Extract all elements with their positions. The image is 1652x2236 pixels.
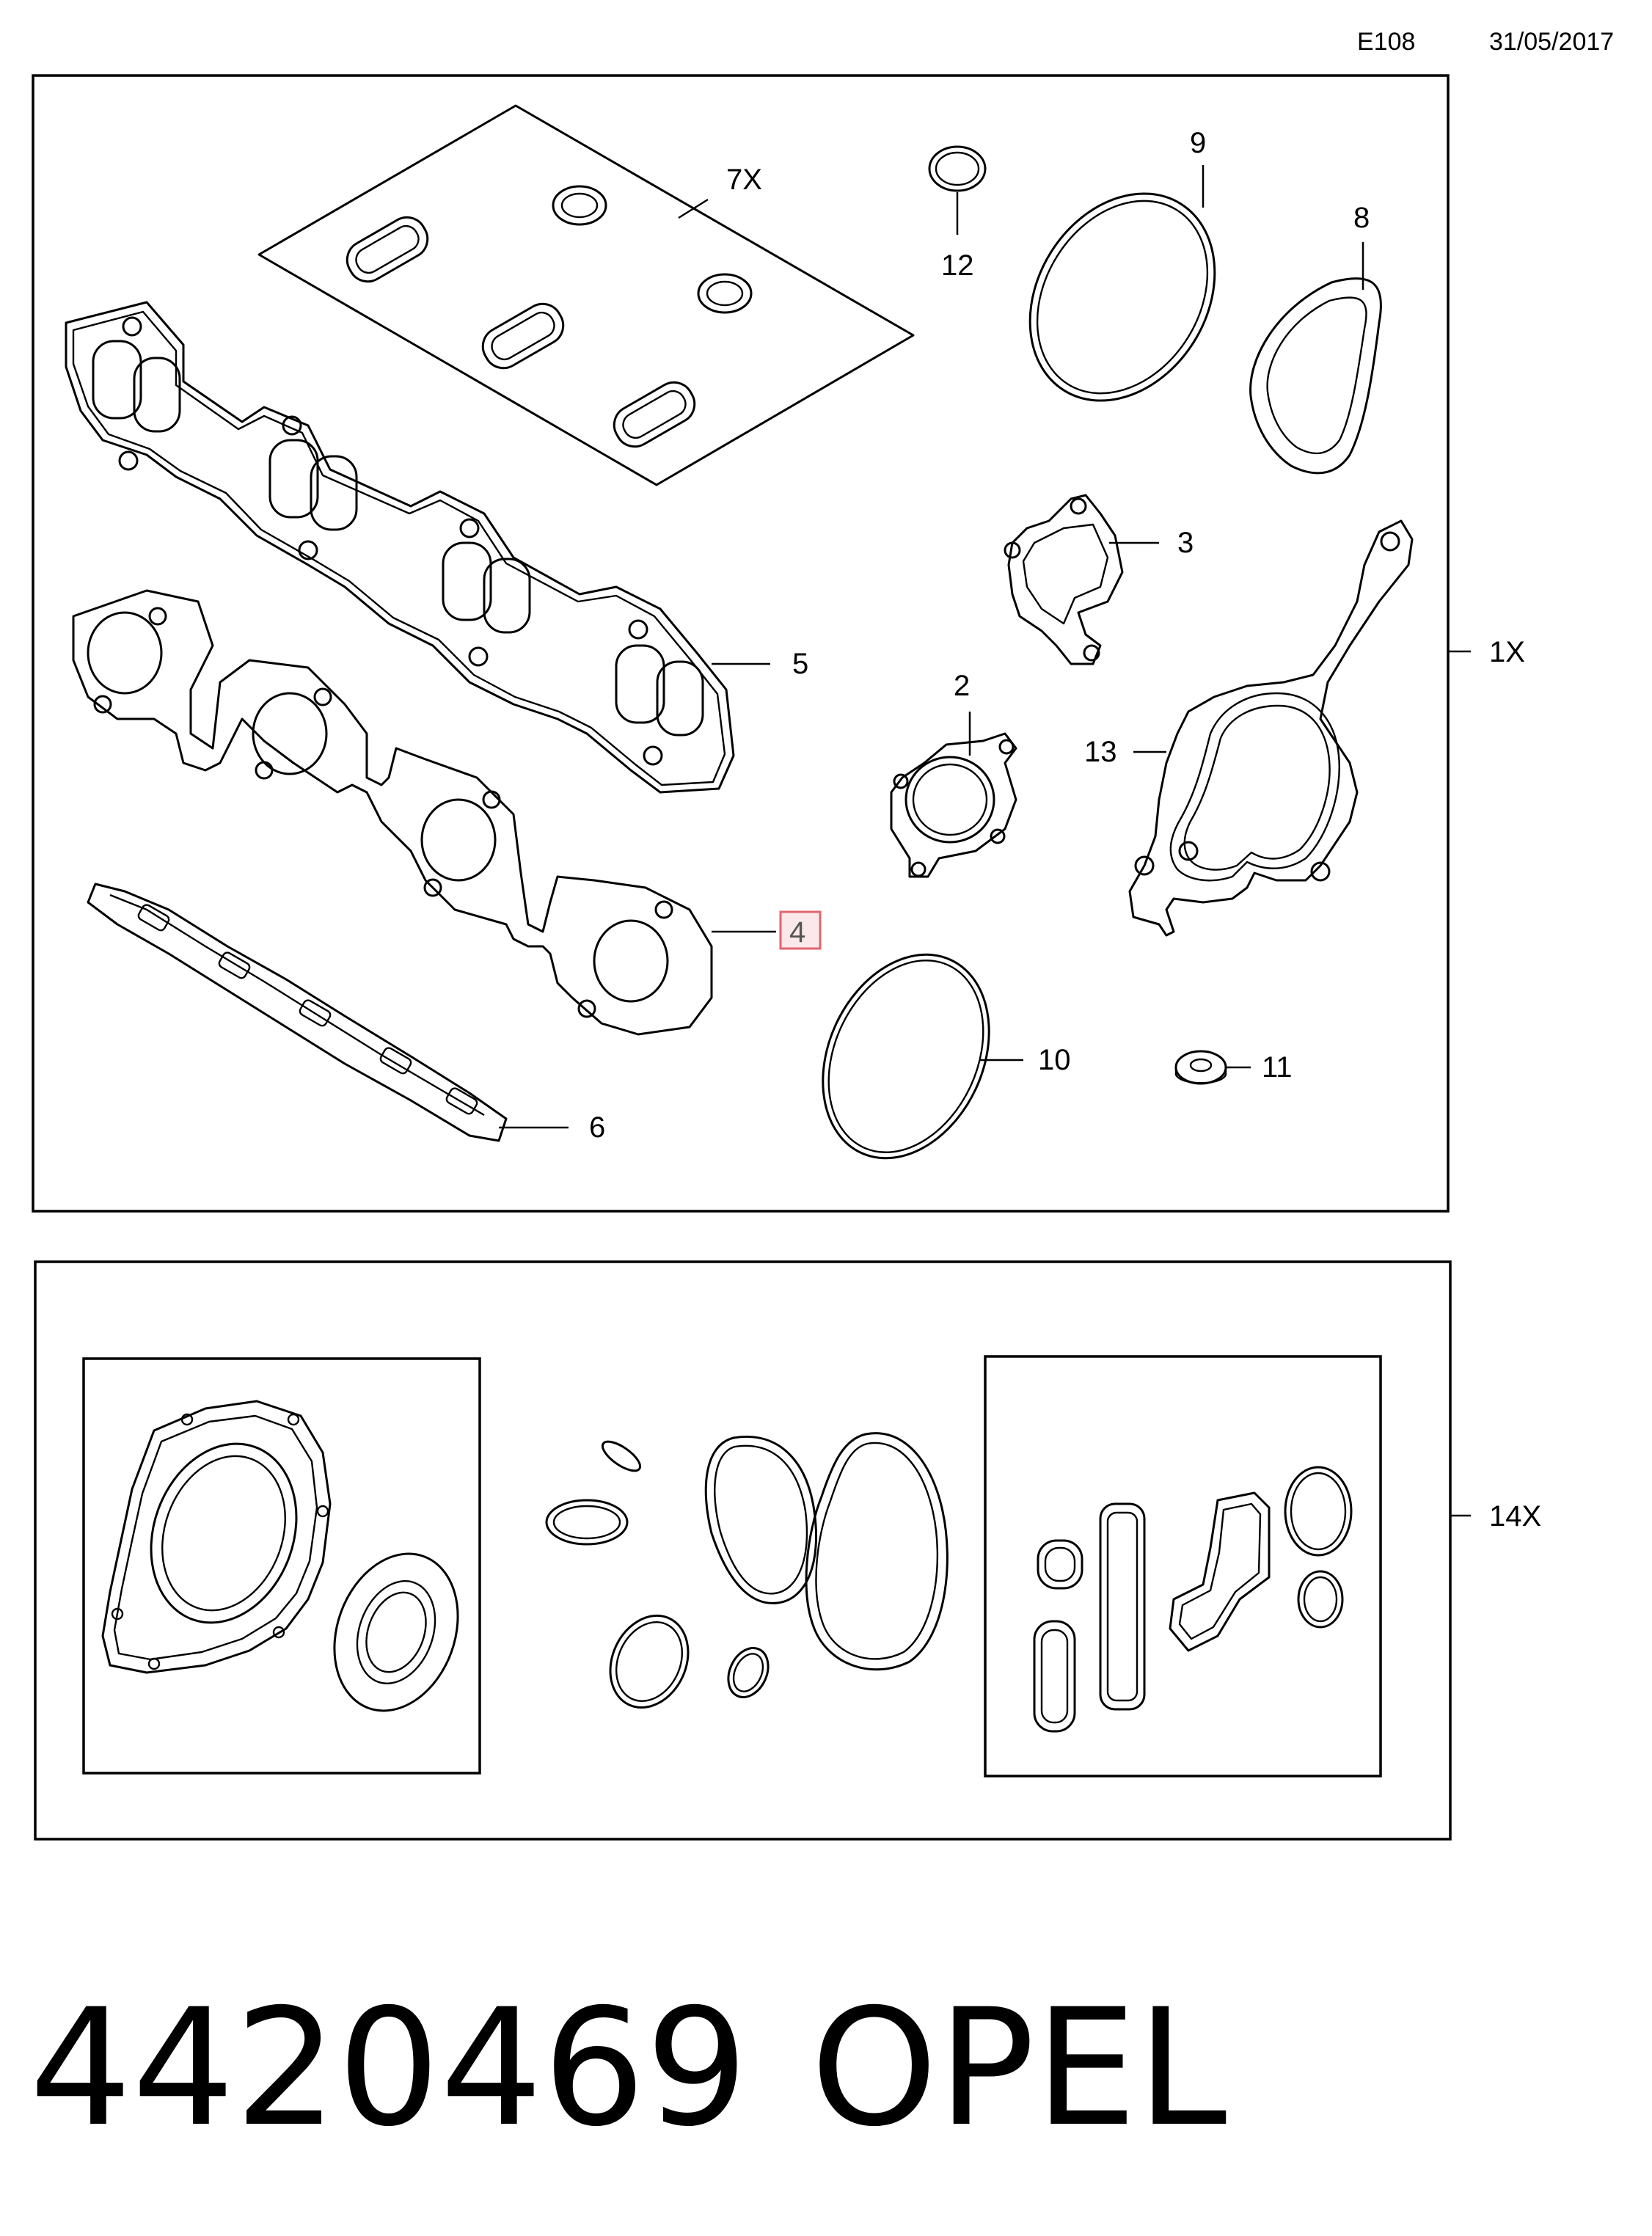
d-gasket-8 xyxy=(1249,242,1382,475)
callout-6: 6 xyxy=(589,1111,605,1144)
footer-brand: OPEL xyxy=(811,1974,1227,2162)
washer-11 xyxy=(1174,1050,1251,1085)
callout-4-highlight xyxy=(779,910,822,950)
footer-part-number: 4420469 xyxy=(29,1974,748,2162)
callout-13: 13 xyxy=(1084,736,1117,768)
callout-11: 11 xyxy=(1262,1051,1293,1084)
header-date: 31/05/2017 xyxy=(1489,28,1614,56)
rear-seal-housing xyxy=(101,1400,459,1712)
kit-14x-label: 14X xyxy=(1489,1500,1541,1532)
kit-14x-frame xyxy=(34,1260,1452,1841)
kit-1x-label: 1X xyxy=(1489,636,1525,668)
o-ring-10 xyxy=(822,953,1023,1160)
intake-seal-set-7x: 7X xyxy=(257,104,915,486)
housing-gasket-13 xyxy=(1128,519,1414,937)
callout-12: 12 xyxy=(941,249,974,282)
callout-2: 2 xyxy=(954,670,970,702)
flange-gasket-2 xyxy=(890,712,1017,878)
callout-8: 8 xyxy=(1353,202,1370,234)
oil-cooler-seal-box xyxy=(984,1355,1382,1778)
o-ring-9 xyxy=(1028,165,1216,402)
callout-9: 9 xyxy=(1190,127,1206,159)
callout-5: 5 xyxy=(792,648,808,680)
oil-cooler-seals xyxy=(1033,1466,1353,1733)
callout-4: 4 xyxy=(789,916,805,949)
kit-1x-frame xyxy=(32,74,1450,1213)
callout-10: 10 xyxy=(1038,1044,1071,1076)
o-ring-12 xyxy=(928,145,987,235)
exhaust-seal-strip-6 xyxy=(87,883,569,1142)
loose-o-rings xyxy=(545,1432,949,1709)
header-code: E108 xyxy=(1357,28,1415,56)
gasket-3 xyxy=(1004,494,1159,665)
exhaust-manifold-gasket-4 xyxy=(72,589,776,1036)
callout-3: 3 xyxy=(1177,527,1194,559)
rear-seal-box xyxy=(82,1357,481,1775)
set-7x-label: 7X xyxy=(726,164,762,196)
intake-manifold-gasket-5 xyxy=(65,301,770,794)
